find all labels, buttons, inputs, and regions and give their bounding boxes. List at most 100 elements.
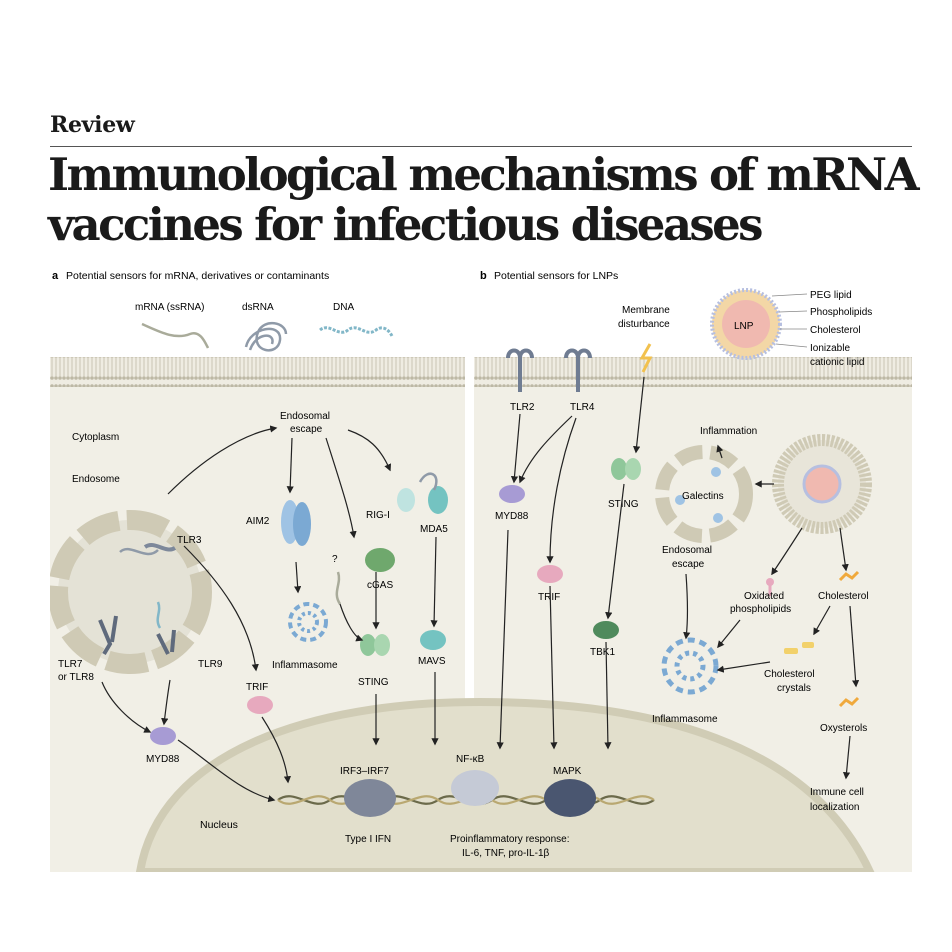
mrna-strand-icon xyxy=(141,322,210,349)
label-tlr78-2: or TLR8 xyxy=(58,672,94,683)
rigi-dsrna-icon xyxy=(418,472,438,491)
mda5-sensor-icon xyxy=(428,486,448,514)
section-kicker: Review xyxy=(50,112,135,138)
label-endosomal-escape-b-2: escape xyxy=(672,559,705,570)
tlr4-receptor-icon xyxy=(564,348,592,392)
label-tlr2: TLR2 xyxy=(510,402,535,413)
endosome-dna-icon xyxy=(156,601,162,629)
panel-b-letter: b xyxy=(480,270,487,282)
label-sting-a: STING xyxy=(358,677,389,688)
label-sting-b: STING xyxy=(608,499,639,510)
panel-a-heading: Potential sensors for mRNA, derivatives … xyxy=(66,270,329,282)
page-title: Immunological mechanisms of mRNA vaccine… xyxy=(48,148,920,251)
panel-divider xyxy=(465,357,474,702)
label-oxidated-1: Oxidated xyxy=(744,591,784,602)
plasma-membrane-b xyxy=(474,357,912,387)
inflammasome-a-icon xyxy=(288,602,328,642)
label-nfkb: NF-κB xyxy=(456,754,485,765)
label-myd88-a: MYD88 xyxy=(146,754,180,765)
label-mda5: MDA5 xyxy=(420,524,448,535)
label-crystals-1: Cholesterol xyxy=(764,669,815,680)
label-tlr3: TLR3 xyxy=(177,535,202,546)
lnp-legend-phospholipids: Phospholipids xyxy=(810,307,872,318)
panel-a-letter: a xyxy=(52,270,59,282)
label-membrane-1: Membrane xyxy=(622,305,670,316)
lnp-vesicle-icon xyxy=(772,434,872,534)
cgas-enzyme-icon xyxy=(365,548,395,572)
endosome xyxy=(48,510,212,674)
panel-b-arrows xyxy=(496,376,860,780)
label-tbk1: TBK1 xyxy=(590,647,615,658)
label-proinflam-2: IL-6, TNF, pro-IL-1β xyxy=(462,848,550,859)
label-galectins: Galectins xyxy=(682,491,724,502)
cholesterol-crystals-icon xyxy=(784,642,814,654)
cholesterol-molecule-icon xyxy=(838,570,860,582)
label-myd88-b: MYD88 xyxy=(495,511,529,522)
mapk-complex xyxy=(544,779,596,817)
label-endosomal-escape-b-1: Endosomal xyxy=(662,545,712,556)
label-trif-b: TRIF xyxy=(538,592,560,603)
label-lnp: LNP xyxy=(734,321,754,332)
sting-b-icon xyxy=(611,458,641,480)
aim2-sensor-icon xyxy=(281,500,311,546)
trif-b-icon xyxy=(537,565,563,583)
lightning-icon xyxy=(639,343,653,373)
label-immune-2: localization xyxy=(810,802,859,813)
label-tlr78-1: TLR7 xyxy=(58,659,83,670)
tlr3-receptor-icon xyxy=(143,543,177,552)
lnp-legend-cholesterol: Cholesterol xyxy=(810,325,861,336)
label-mavs: MAVS xyxy=(418,656,446,667)
nucleus xyxy=(135,697,877,876)
label-irf: IRF3–IRF7 xyxy=(340,766,389,777)
lnp-legend-peg: PEG lipid xyxy=(810,290,852,301)
label-tlr9: TLR9 xyxy=(198,659,223,670)
lnp-legend-ionizable-1: Ionizable xyxy=(810,343,850,354)
figure: a Potential sensors for mRNA, derivative… xyxy=(48,262,912,876)
dsrna-icon xyxy=(244,322,288,352)
mavs-adaptor-icon xyxy=(420,630,446,650)
legend-dna: DNA xyxy=(333,302,354,313)
label-rigi: RIG-I xyxy=(366,510,390,521)
phospholipid-head-icon xyxy=(766,578,774,586)
label-oxidated-2: phospholipids xyxy=(730,604,791,615)
nfkb-complex xyxy=(451,770,499,806)
label-tlr4: TLR4 xyxy=(570,402,595,413)
label-endosome: Endosome xyxy=(72,474,120,485)
label-question: ? xyxy=(332,554,338,565)
tlr2-receptor-icon xyxy=(506,348,534,392)
myd88-b-icon xyxy=(499,485,525,503)
label-trif-a: TRIF xyxy=(246,682,268,693)
dna-helix-icon xyxy=(319,326,394,337)
label-inflammasome-a: Inflammasome xyxy=(272,660,338,671)
label-inflammation: Inflammation xyxy=(700,426,757,437)
rigi-sensor-icon xyxy=(397,488,415,512)
label-cgas: cGAS xyxy=(367,580,393,591)
label-endosomal-escape-a-1: Endosomal xyxy=(280,411,330,422)
label-proinflam-1: Proinflammatory response: xyxy=(450,834,570,845)
plasma-membrane-a xyxy=(50,357,465,387)
label-cholesterol-b: Cholesterol xyxy=(818,591,869,602)
label-immune-1: Immune cell xyxy=(810,787,864,798)
label-endosomal-escape-a-2: escape xyxy=(290,424,323,435)
inflammasome-b-icon xyxy=(661,637,719,695)
label-oxysterols: Oxysterols xyxy=(820,723,867,734)
trif-a-icon xyxy=(247,696,273,714)
irf3-irf7-complex xyxy=(344,779,396,817)
oxysterol-molecule-icon xyxy=(838,696,860,708)
tlr9-receptor-icon xyxy=(156,629,176,655)
label-mapk: MAPK xyxy=(553,766,582,777)
tbk1-kinase-icon xyxy=(593,621,619,639)
legend-dsrna: dsRNA xyxy=(242,302,274,313)
tlr78-receptor-icon xyxy=(98,615,118,656)
sting-a-icon xyxy=(360,634,390,656)
damaged-endosome xyxy=(655,445,753,543)
lnp-particle-icon xyxy=(710,288,782,360)
label-nucleus: Nucleus xyxy=(200,819,238,831)
label-aim2: AIM2 xyxy=(246,516,270,527)
label-cytoplasm: Cytoplasm xyxy=(72,432,119,443)
label-crystals-2: crystals xyxy=(777,683,811,694)
panel-b-heading: Potential sensors for LNPs xyxy=(494,270,618,282)
lnp-legend-leaders xyxy=(771,293,808,348)
endosome-dsrna-icon xyxy=(119,547,159,556)
label-membrane-2: disturbance xyxy=(618,319,670,330)
